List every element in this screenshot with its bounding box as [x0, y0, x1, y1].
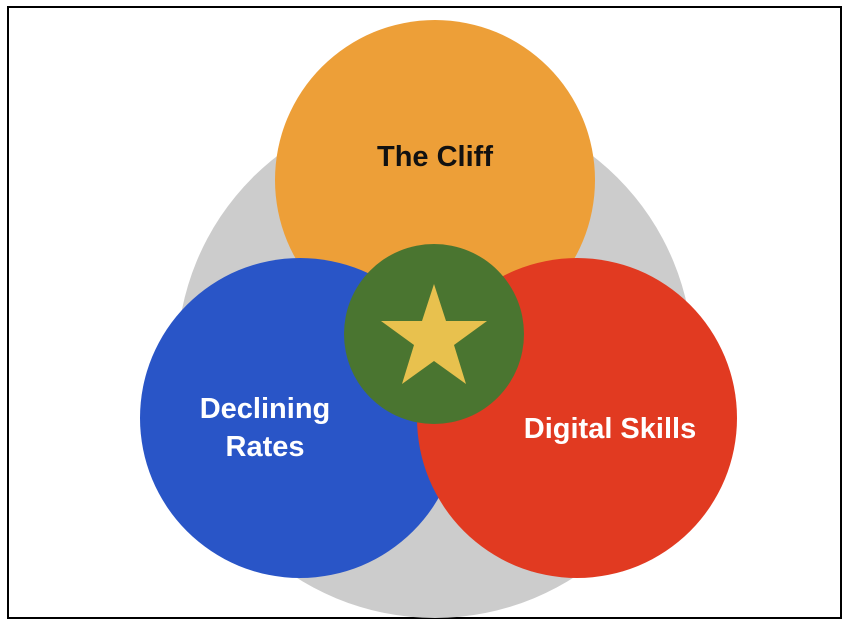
the-cliff-label: The Cliff [377, 141, 493, 173]
declining-rates-label-line2: Rates [225, 431, 305, 463]
star-icon [381, 284, 487, 384]
digital-skills-label: Digital Skills [523, 413, 697, 445]
declining-rates-label-line1: Declining [199, 393, 331, 425]
top-circle [275, 20, 595, 340]
declining-rates-label: Declining Rates [170, 390, 360, 466]
